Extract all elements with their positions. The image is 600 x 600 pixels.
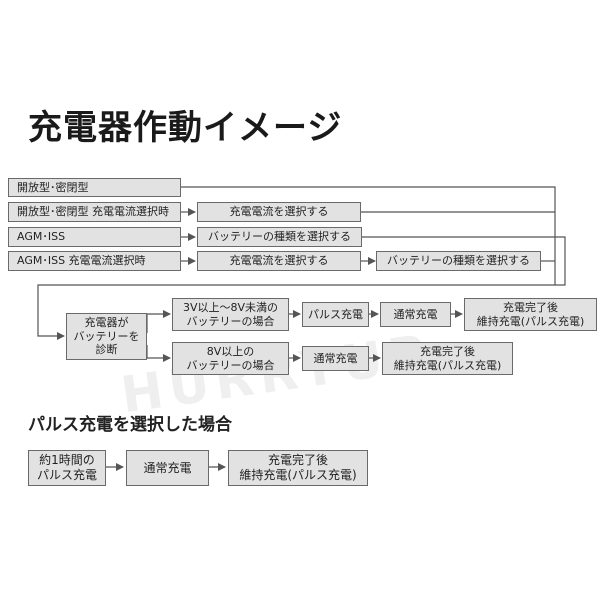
branch-b-normal-charge: 通常充電	[302, 346, 369, 371]
pulse-step-2: 通常充電	[126, 450, 209, 486]
row3-connector	[362, 236, 566, 286]
branch-b-arrow	[146, 345, 171, 362]
pulse-step-3: 充電完了後 維持充電(パルス充電)	[228, 450, 368, 486]
branch-b-condition: 8V以上の バッテリーの場合	[172, 342, 289, 375]
branch-a-pulse-charge: パルス充電	[302, 302, 369, 327]
row2-step1: 充電電流を選択する	[197, 202, 361, 222]
row4-step2: バッテリーの種類を選択する	[376, 251, 541, 271]
row2-label: 開放型･密閉型 充電電流選択時	[8, 202, 181, 222]
page-title: 充電器作動イメージ	[28, 108, 343, 148]
pulse-step-1: 約1時間の パルス充電	[28, 450, 106, 486]
branch-a-arrow	[146, 310, 171, 333]
branch-a-condition: 3V以上～8V未満の バッテリーの場合	[172, 298, 289, 331]
diagnose-box: 充電器が バッテリーを 診断	[66, 313, 147, 360]
row4-label: AGM･ISS 充電電流選択時	[8, 251, 181, 271]
pulse-section-heading: パルス充電を選択した場合	[28, 415, 232, 435]
row1-connector	[37, 186, 556, 340]
branch-a-maintenance: 充電完了後 維持充電(パルス充電)	[464, 298, 597, 331]
row1-label: 開放型･密閉型	[8, 178, 181, 197]
row4-step1: 充電電流を選択する	[197, 251, 361, 271]
row3-label: AGM･ISS	[8, 227, 181, 247]
branch-a-normal-charge: 通常充電	[380, 302, 451, 327]
row3-step1: バッテリーの種類を選択する	[197, 227, 362, 247]
branch-b-maintenance: 充電完了後 維持充電(パルス充電)	[382, 342, 513, 375]
